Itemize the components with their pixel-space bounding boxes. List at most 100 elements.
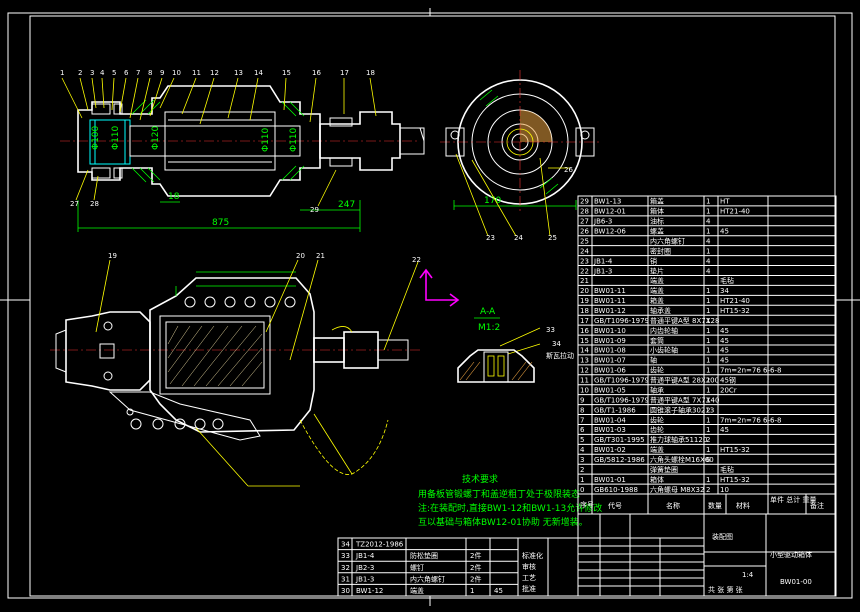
balloon-17: 17	[340, 69, 349, 77]
hdr-weight: 单件 总计 重量	[770, 495, 816, 504]
balloon-14: 14	[254, 69, 263, 77]
balloon-15: 15	[282, 69, 291, 77]
parts-row-26-mat: 45	[720, 228, 729, 236]
balloon-18: 18	[366, 69, 375, 77]
parts-row-5-name: 推力球轴承51120	[650, 435, 707, 444]
parts-row-19-code: BW01-11	[594, 297, 626, 305]
parts-row-9-name: 普通平键A型 7X7X40	[650, 395, 719, 404]
parts-row-14-qty: 1	[706, 347, 710, 355]
parts-row-0-no: 0	[580, 486, 584, 494]
balloon-21: 21	[316, 252, 325, 260]
sig-approve: 批准	[522, 584, 536, 593]
parts-row-14-mat: 45	[720, 347, 729, 355]
parts-row-26-qty: 1	[706, 228, 710, 236]
parts-row-16-name: 内齿轮轴	[650, 326, 678, 335]
parts-row-12-mat: 7m=2n=76 6-6-8	[720, 367, 781, 375]
balloon-9: 9	[160, 69, 164, 77]
parts-row-2-name: 弹簧垫圈	[650, 465, 678, 474]
parts-row-11-code: GB/T1096-1979	[594, 377, 649, 385]
parts-row-4-name: 端盖	[650, 445, 664, 454]
parts-row-0-mat: 10	[720, 486, 729, 494]
parts-row-0-code: GB610-1988	[594, 486, 638, 494]
parts-row-25-qty: 4	[706, 238, 711, 246]
parts-row-10-qty: 1	[706, 387, 710, 395]
parts-row-28-mat: HT21-40	[720, 208, 750, 216]
parts-row-28-qty: 1	[706, 208, 710, 216]
sig-process: 工艺	[522, 574, 536, 582]
parts-row-10-code: BW01-05	[594, 387, 626, 395]
parts-row-3-qty: 6	[706, 456, 711, 464]
parts-row-15-name: 套筒	[650, 336, 664, 345]
balloon-3: 3	[90, 69, 94, 77]
parts-row-13-qty: 1	[706, 357, 710, 365]
parts-row-29-no: 29	[580, 198, 589, 206]
balloon-28: 28	[90, 200, 99, 208]
lower-row-31-name: 内六角螺钉	[410, 574, 445, 583]
parts-row-21-mat: 毛毡	[720, 276, 734, 285]
sheet-info: 共 张 第 张	[708, 585, 743, 594]
balloon-8: 8	[148, 69, 152, 77]
balloon-19: 19	[108, 252, 117, 260]
drawing-name: 小型驱动箱体	[770, 550, 812, 559]
parts-row-11-name: 普通平键A型 28X200	[650, 376, 719, 385]
parts-row-14-code: BW01-08	[594, 347, 626, 355]
parts-row-27-qty: 4	[706, 218, 711, 226]
balloon-7: 7	[136, 69, 140, 77]
top-balloons: 1 2 3 4 5 6 7 8 9 10 11 12 13 14 15 16 1…	[60, 69, 375, 77]
parts-row-8-qty: 2	[706, 406, 710, 414]
parts-row-18-qty: 1	[706, 307, 710, 315]
lower-row-31-qty: 2件	[470, 574, 481, 583]
parts-row-29-mat: HT	[720, 198, 730, 206]
balloon-10: 10	[172, 69, 181, 77]
parts-row-17-no: 17	[580, 317, 589, 325]
parts-row-16-qty: 1	[706, 327, 710, 335]
parts-row-7-qty: 1	[706, 416, 710, 424]
section-scale: M1:2	[478, 323, 500, 333]
note-right: 斯瓦拉动	[546, 351, 574, 360]
parts-row-15-no: 15	[580, 337, 589, 345]
svg-text:Φ100: Φ100	[91, 125, 101, 150]
parts-row-13-code: BW01-07	[594, 357, 626, 365]
parts-row-7-no: 7	[580, 416, 584, 424]
parts-row-24-no: 24	[580, 247, 589, 255]
parts-row-25-no: 25	[580, 238, 589, 246]
parts-row-17-code: GB/T1096-1979	[594, 317, 649, 325]
drawing-type: 装配图	[712, 532, 733, 541]
lower-row-32-qty: 2件	[470, 563, 481, 572]
parts-row-1-mat: HT15-32	[720, 476, 750, 484]
bolt-row-top	[126, 296, 296, 430]
parts-row-18-mat: HT15-32	[720, 307, 750, 315]
parts-row-15-code: BW01-09	[594, 337, 626, 345]
lower-row-30-name: 端盖	[410, 586, 424, 595]
parts-row-12-code: BW01-06	[594, 367, 626, 375]
hdr-name: 名称	[666, 501, 680, 510]
parts-row-3-name: 六角头螺栓M16X60	[650, 455, 714, 464]
parts-row-4-no: 4	[580, 446, 585, 454]
parts-row-3-code: GB/5812-1986	[594, 456, 645, 464]
signature-labels: 标准化 审核 工艺 批准	[522, 551, 543, 593]
parts-row-21-name: 端盖	[650, 276, 664, 285]
tech-note-3: 互以基础与箱体BW12-01协助 无新增装。	[418, 516, 588, 528]
parts-row-6-name: 齿轮	[650, 425, 664, 434]
parts-row-7-mat: 7m=2n=76 6-6-8	[720, 416, 781, 424]
parts-row-15-mat: 45	[720, 337, 729, 345]
parts-row-20-qty: 1	[706, 287, 710, 295]
parts-row-20-no: 20	[580, 287, 589, 295]
parts-row-20-name: 端盖	[650, 286, 664, 295]
parts-row-10-name: 轴承	[650, 386, 664, 395]
parts-row-9-no: 9	[580, 396, 584, 404]
parts-row-18-no: 18	[580, 307, 589, 315]
parts-row-24-qty: 1	[706, 247, 710, 255]
tech-note-1: 用备板管锻螺丁和盖逆粗丁处于极限装态	[418, 488, 580, 500]
lower-row-30-code: BW1-12	[356, 587, 383, 595]
balloon-34: 34	[552, 340, 561, 348]
balloon-2: 2	[78, 69, 82, 77]
parts-row-27-name: 油标	[650, 217, 664, 226]
balloon-5: 5	[112, 69, 116, 77]
parts-row-23-no: 23	[580, 257, 589, 265]
title-block: 装配图 小型驱动箱体 BW01-00 1:4 共 张 第 张	[577, 513, 837, 597]
lower-row-30-no: 30	[341, 587, 350, 595]
parts-row-10-no: 10	[580, 387, 589, 395]
balloon-20: 20	[296, 252, 305, 260]
